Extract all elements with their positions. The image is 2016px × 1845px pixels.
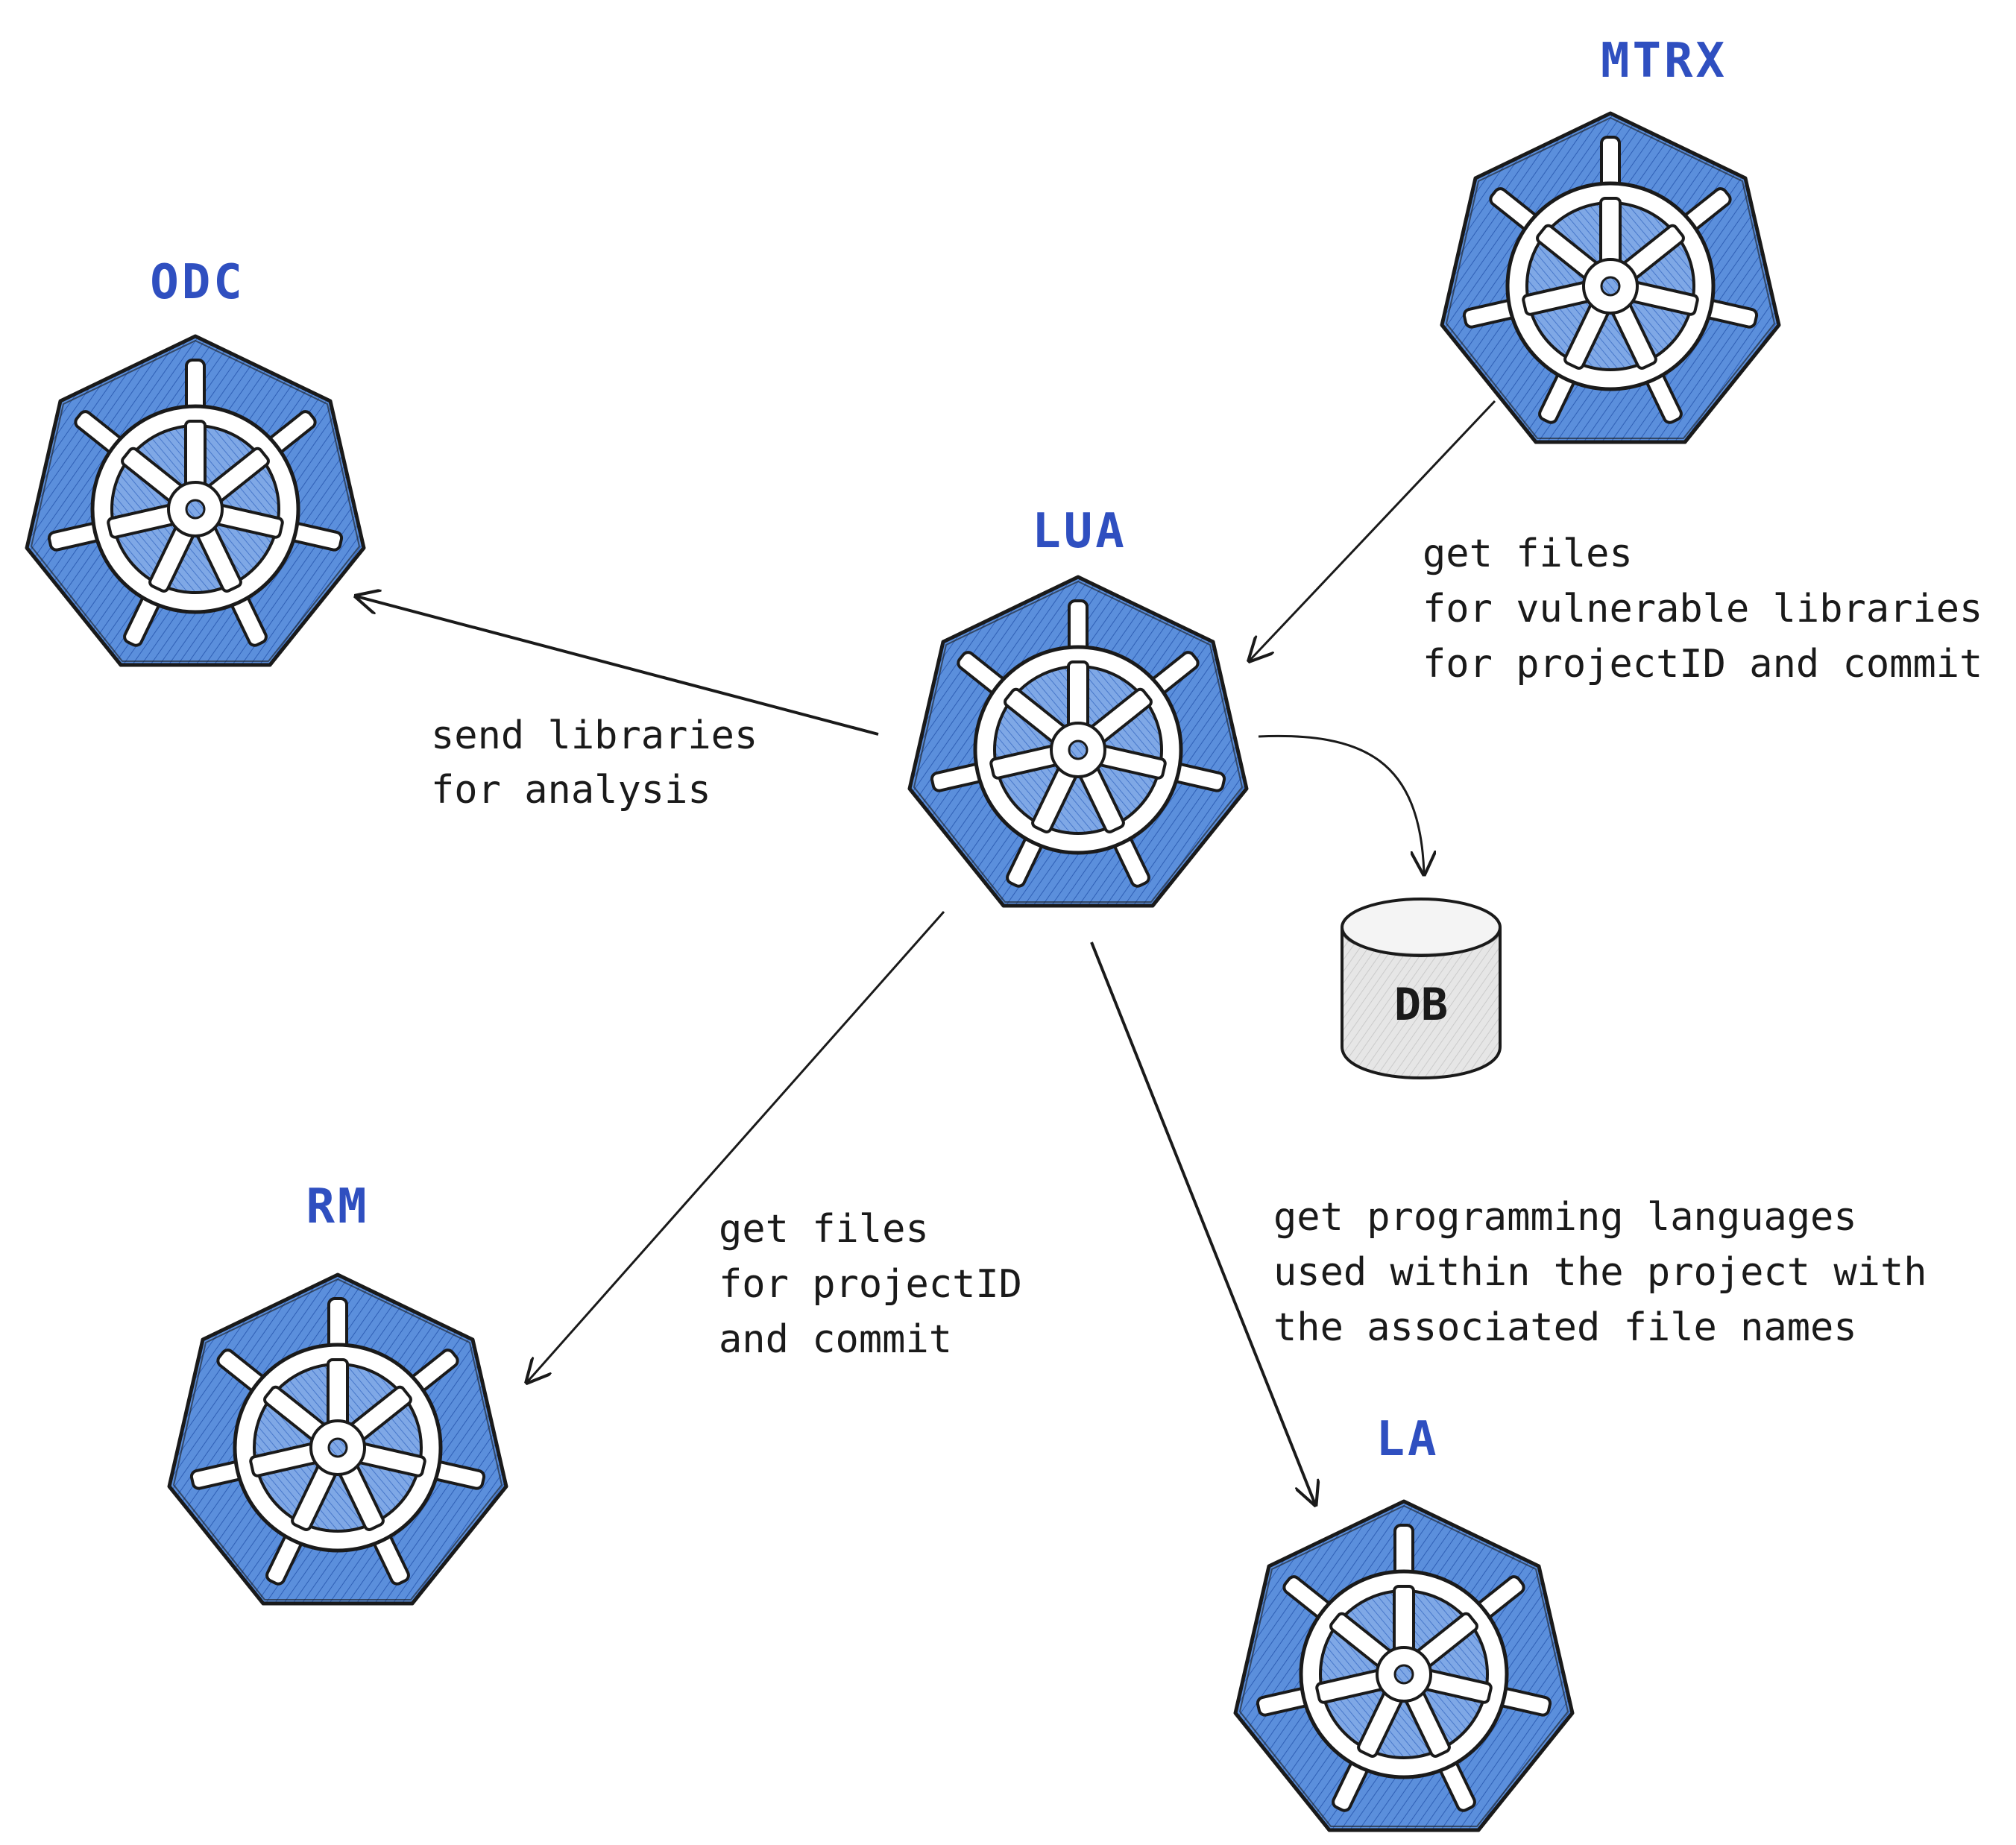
edge-label-lua-to-la: get programming languages used within th… — [1273, 1195, 1950, 1350]
kubernetes-helm-icon — [910, 577, 1247, 906]
node-db: DB — [1341, 898, 1502, 1079]
edge-label-lua-to-rm: get files for projectID and commit — [719, 1207, 1045, 1362]
edge-lua-to-db — [1258, 734, 1424, 874]
node-mtrx: MTRX — [1442, 34, 1779, 442]
node-label-odc: ODC — [150, 255, 245, 310]
node-odc: ODC — [27, 255, 364, 665]
edge-label-mtrx-to-lua: get files for vulnerable libraries for p… — [1423, 532, 2006, 687]
node-label-db: DB — [1394, 979, 1448, 1031]
edge-label-line: used within the project with — [1273, 1250, 1927, 1295]
edge-lua-to-odc — [356, 596, 879, 736]
kubernetes-helm-icon — [169, 1275, 506, 1603]
kubernetes-helm-icon — [1442, 113, 1779, 442]
database-cylinder-icon — [1341, 898, 1502, 1079]
node-label-la: LA — [1376, 1412, 1439, 1467]
node-label-mtrx: MTRX — [1601, 34, 1727, 89]
node-label-lua: LUA — [1032, 504, 1127, 559]
edge-mtrx-to-lua — [1250, 400, 1496, 660]
edge-label-line: the associated file names — [1273, 1305, 1857, 1350]
kubernetes-helm-icon — [27, 336, 364, 665]
edge-label-line: for analysis — [431, 768, 711, 813]
kubernetes-helm-icon — [1235, 1501, 1572, 1830]
edge-label-line: get files — [1423, 532, 1633, 576]
edge-label-lua-to-odc: send libraries for analysis — [431, 713, 781, 813]
node-label-rm: RM — [306, 1179, 369, 1234]
edge-lua-to-la — [1090, 942, 1315, 1504]
edge-label-line: get programming languages — [1273, 1195, 1857, 1240]
edge-label-line: get files — [719, 1207, 929, 1252]
node-lua: LUA — [910, 504, 1247, 906]
edge-label-line: for vulnerable libraries — [1423, 587, 1982, 631]
edge-label-line: for projectID and commit — [1423, 642, 1982, 687]
edge-label-line: and commit — [719, 1317, 952, 1362]
edge-label-line: send libraries — [431, 713, 757, 758]
edge-label-line: for projectID — [719, 1262, 1022, 1307]
node-rm: RM — [169, 1179, 506, 1603]
edge-lua-to-rm — [527, 911, 945, 1382]
node-la: LA — [1235, 1412, 1572, 1830]
